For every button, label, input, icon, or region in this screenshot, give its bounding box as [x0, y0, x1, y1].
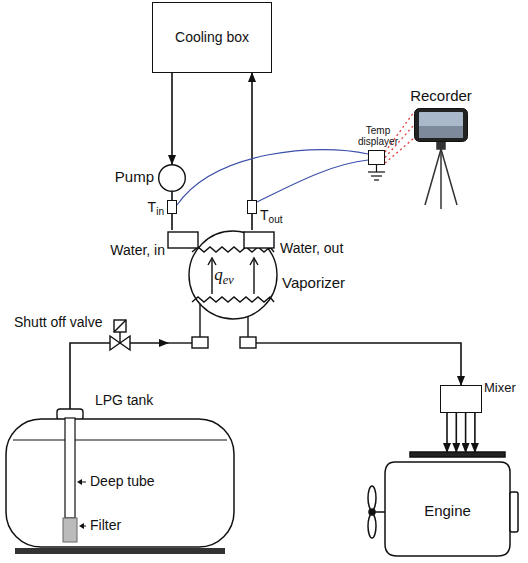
node-text: Recorder [400, 87, 482, 104]
connector-line [455, 413, 457, 452]
connector [172, 73, 173, 164]
pump-outline [158, 164, 186, 192]
recorder-phone: Recorder [414, 108, 468, 142]
node-text: Vaporizer [282, 274, 345, 291]
vaporizer-outline [168, 230, 280, 348]
connector-line [280, 343, 461, 385]
connector-line [251, 73, 253, 200]
connector [447, 413, 475, 452]
connector [252, 214, 253, 230]
node-text: Deep tube [90, 473, 155, 489]
node-text: Engine [385, 502, 510, 519]
connector [280, 343, 461, 385]
connector-line [171, 214, 173, 230]
connector [172, 214, 173, 230]
node-text: Tin [148, 199, 164, 215]
connector-line [465, 413, 467, 452]
part-label: Water, out [280, 240, 343, 256]
pump: Pump [158, 164, 186, 192]
lpg-tank: LPG tankDeep tubeFilter [5, 418, 235, 556]
part-label: Shutt off valve [14, 314, 102, 330]
node-text: Mixer [484, 381, 516, 396]
ground-symbol [368, 165, 385, 180]
valve-symbol [110, 320, 130, 350]
connector-line [171, 192, 173, 200]
connector-line [171, 73, 173, 164]
connector [70, 343, 168, 418]
temperature-sensor: Tout [247, 200, 257, 214]
part-label: Water, in [110, 242, 165, 258]
node-text: qev [168, 265, 280, 285]
node-text: Temp displayer [350, 125, 406, 147]
connector [172, 192, 173, 200]
node-text: Cooling box [153, 3, 271, 72]
node-text: Pump [115, 168, 154, 185]
node-text: Tout [260, 207, 283, 223]
cooling-box: Cooling box [152, 2, 272, 73]
connector-line [446, 413, 448, 452]
connector-line [474, 413, 476, 452]
connector [257, 160, 368, 202]
connector [252, 73, 253, 200]
connector-line [70, 343, 168, 418]
tripod [425, 142, 457, 209]
connector-line [257, 160, 368, 202]
connector-line [177, 150, 368, 205]
temp-displayer: Temp displayer [368, 150, 385, 165]
vaporizer: qevVaporizer [168, 230, 280, 348]
engine: Engine [360, 452, 520, 558]
connector [177, 150, 368, 205]
mixer: Mixer [440, 385, 482, 413]
node-text: Filter [90, 517, 121, 533]
connector-line [251, 214, 253, 230]
recorder-phone-outline [414, 108, 468, 142]
node-text: LPG tank [95, 392, 153, 408]
temperature-sensor: Tin [167, 200, 177, 214]
